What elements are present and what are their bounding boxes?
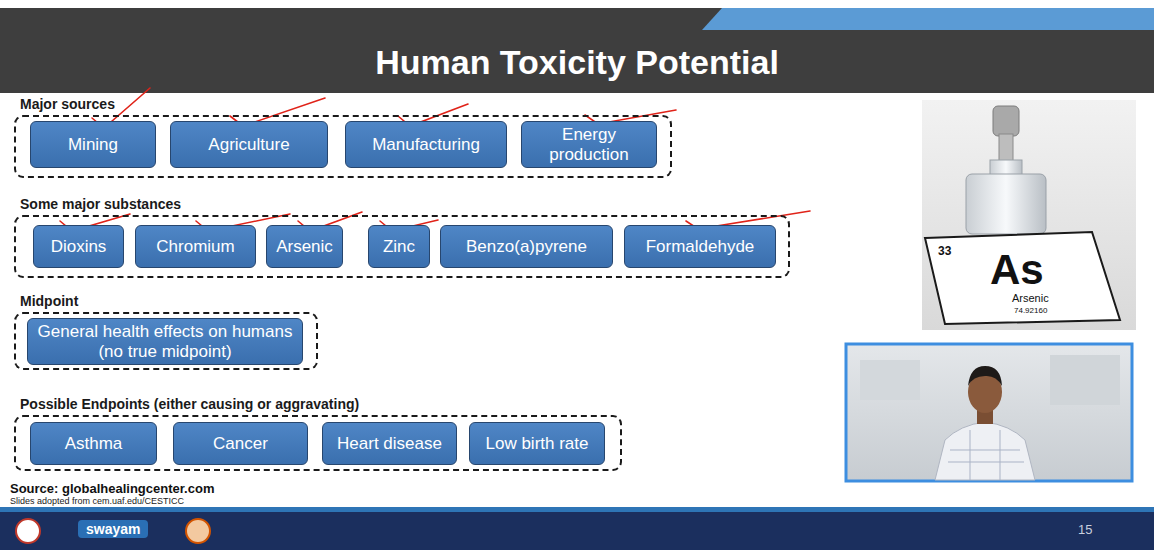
process-box: Energy production <box>521 121 657 168</box>
process-box: Agriculture <box>170 121 328 168</box>
process-box: Dioxins <box>33 225 124 268</box>
box-text: Low birth rate <box>486 434 589 454</box>
shirt-pattern <box>948 430 1024 480</box>
process-box: Cancer <box>173 422 308 465</box>
footer-stripe <box>0 507 1154 512</box>
platform-logo: swayam <box>78 520 148 538</box>
element-name: Arsenic <box>1012 292 1049 304</box>
credit-note: Slides adopted from cem.uaf.edu/CESTICC <box>10 496 184 506</box>
dashed-group: MidpointGeneral health effects on humans… <box>14 312 318 370</box>
process-box: Arsenic <box>266 225 343 268</box>
header-bar <box>0 8 1154 93</box>
process-box: Asthma <box>30 422 157 465</box>
box-text: Heart disease <box>337 434 442 454</box>
box-text: Cancer <box>213 434 268 454</box>
box-text: Agriculture <box>208 135 289 155</box>
box-text: Energy production <box>528 125 650 164</box>
process-box: General health effects on humans (no tru… <box>27 318 303 365</box>
group-heading: Some major substances <box>20 196 181 212</box>
dashed-group: Possible Endpoints (either causing or ag… <box>14 415 622 471</box>
video-background <box>1050 355 1120 405</box>
video-background <box>860 360 920 400</box>
process-box: Manufacturing <box>345 121 507 168</box>
footer-bar <box>0 512 1154 550</box>
page-number: 15 <box>1078 522 1092 537</box>
process-box: Mining <box>30 121 156 168</box>
source-note: Source: globalhealingcenter.com <box>10 481 214 496</box>
nptel-logo <box>186 519 210 543</box>
element-symbol: As <box>990 246 1044 294</box>
group-heading: Midpoint <box>20 293 78 309</box>
arsenic-photo <box>922 100 1136 330</box>
group-heading: Major sources <box>20 96 115 112</box>
presenter-shirt <box>935 422 1035 480</box>
box-text: Chromium <box>156 237 234 257</box>
institute-logo <box>16 519 40 543</box>
process-box: Benzo(a)pyrene <box>440 225 613 268</box>
box-text: Asthma <box>65 434 123 454</box>
process-box: Zinc <box>368 225 430 268</box>
slide-title: Human Toxicity Potential <box>0 32 1154 92</box>
dashed-group: Some major substancesDioxinsChromiumArse… <box>14 215 790 278</box>
video-inset <box>846 344 1132 481</box>
header-accent <box>702 8 1154 30</box>
box-text: Zinc <box>383 237 415 257</box>
presenter-hair <box>968 366 1002 386</box>
process-box: Chromium <box>135 225 256 268</box>
bottle-stopper <box>993 106 1019 136</box>
group-heading: Possible Endpoints (either causing or ag… <box>20 396 359 412</box>
process-box: Low birth rate <box>469 422 605 465</box>
box-text: Dioxins <box>51 237 107 257</box>
box-text: Mining <box>68 135 118 155</box>
atomic-number: 33 <box>938 244 951 258</box>
element-tile <box>925 232 1120 324</box>
process-box: Formaldehyde <box>624 225 776 268</box>
box-text: General health effects on humans (no tru… <box>34 322 296 361</box>
dashed-group: Major sourcesMiningAgricultureManufactur… <box>14 115 672 178</box>
bottle-body <box>966 174 1046 234</box>
box-text: Benzo(a)pyrene <box>466 237 587 257</box>
box-text: Manufacturing <box>372 135 480 155</box>
atomic-mass: 74.92160 <box>1014 306 1047 315</box>
process-box: Heart disease <box>322 422 457 465</box>
box-text: Arsenic <box>276 237 333 257</box>
box-text: Formaldehyde <box>646 237 755 257</box>
